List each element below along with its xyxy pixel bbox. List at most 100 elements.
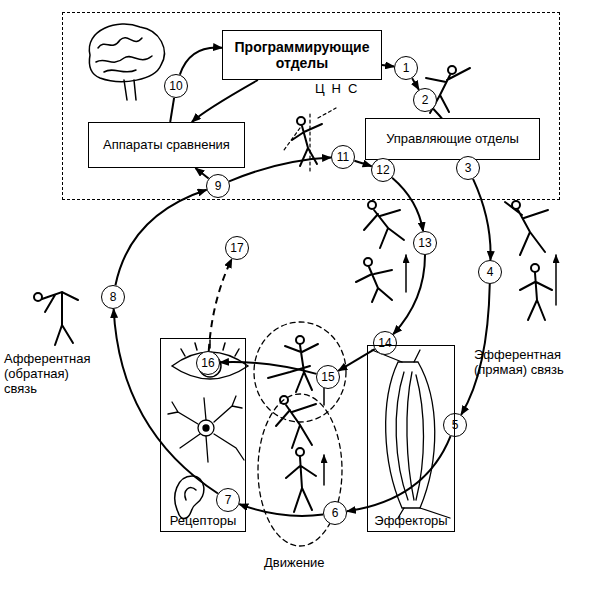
callout-circle: 12 <box>371 158 395 182</box>
figure-body <box>286 457 316 512</box>
callout-number: 11 <box>337 151 349 163</box>
figure-head <box>34 293 42 301</box>
system-frame: ЦНСПрограммирующие отделыАппараты сравне… <box>62 12 560 200</box>
stick-figure <box>505 201 556 320</box>
motion-arrow <box>405 255 407 292</box>
callout-circle: 5 <box>443 413 467 437</box>
node-text: Программирующие отделы <box>227 39 377 71</box>
caption-label: Афферентная (обратная) связь <box>4 352 104 397</box>
callout-number: 6 <box>332 507 339 519</box>
figure-head <box>368 201 376 209</box>
brain-drawing <box>89 24 164 100</box>
neuron-dendrites <box>168 396 244 462</box>
figure-body <box>364 210 404 248</box>
connector-arrow <box>338 349 374 371</box>
figure-body <box>276 404 316 448</box>
callout-circle: 13 <box>413 231 437 255</box>
connector-arrow <box>392 178 423 231</box>
figure-body <box>520 273 552 320</box>
connector-arrow <box>180 48 222 75</box>
node-text: Управляющие отделы <box>386 132 519 147</box>
motion-arrow <box>555 255 557 305</box>
connector-arrow <box>114 309 218 493</box>
callout-number: 4 <box>487 266 494 278</box>
connector-arrow <box>195 168 208 179</box>
callout-number: 3 <box>465 162 472 174</box>
callout-number: 2 <box>422 94 429 106</box>
process-box: Управляющие отделы <box>365 118 540 160</box>
muscle-outline <box>386 362 435 508</box>
callout-number: 5 <box>452 419 459 431</box>
callout-circle: 4 <box>478 260 502 284</box>
callout-number: 14 <box>378 337 391 349</box>
connector-arrow <box>192 80 258 122</box>
brain-stem <box>124 80 136 100</box>
figure-head <box>296 448 304 456</box>
callout-circle: 8 <box>101 285 125 309</box>
callout-circle: 6 <box>323 501 347 525</box>
figure-head <box>364 258 372 266</box>
connector-arrow <box>209 259 232 351</box>
eye-outline <box>172 352 248 379</box>
callout-circle: 15 <box>316 365 340 389</box>
figure-head <box>296 336 304 344</box>
node-text: Рецепторы <box>170 513 237 528</box>
stick-figure <box>356 201 406 302</box>
connector-arrow <box>461 284 490 415</box>
motion-arrow <box>323 455 325 485</box>
callout-number: 17 <box>230 242 243 254</box>
figure-head <box>531 264 539 272</box>
figure-head <box>297 117 305 125</box>
callout-number: 9 <box>215 180 222 192</box>
callout-circle: 2 <box>413 88 437 112</box>
neuron-drawing <box>168 396 244 462</box>
ear-drawing <box>175 476 204 519</box>
muscle-tendons <box>372 350 450 518</box>
process-box: Программирующие отделы <box>222 30 382 80</box>
callout-circle: 11 <box>331 145 355 169</box>
connector-arrow <box>220 362 316 374</box>
muscle-drawing <box>372 350 450 518</box>
ear-outline <box>175 476 204 519</box>
figure-body <box>42 292 78 345</box>
receptor-panel: Рецепторы <box>160 338 246 532</box>
node-text: Эффекторы <box>374 513 447 528</box>
ear-inner <box>185 488 196 500</box>
stick-figure <box>268 336 324 512</box>
connector-arrow <box>115 190 206 285</box>
dashed-ellipse <box>254 322 346 422</box>
effector-panel: Эффекторы <box>367 345 455 532</box>
callout-number: 10 <box>169 80 182 92</box>
callout-number: 12 <box>376 164 389 176</box>
figure-head <box>280 396 288 404</box>
callout-number: 8 <box>110 291 117 303</box>
caption-label: Движение <box>264 556 344 571</box>
connector-arrow <box>393 255 425 334</box>
callout-circle: 14 <box>373 331 397 355</box>
connector-arrow <box>170 98 174 122</box>
brain-gyri <box>96 38 152 72</box>
connector-arrow <box>229 158 331 182</box>
figure-body <box>356 267 392 302</box>
callout-circle: 3 <box>456 156 480 180</box>
callout-number: 16 <box>201 357 214 369</box>
connector-arrow <box>412 78 419 89</box>
callout-number: 1 <box>403 62 410 74</box>
brain-outline <box>89 24 164 82</box>
callout-number: 13 <box>418 237 431 249</box>
connector-arrow <box>473 179 491 260</box>
callout-circle: 17 <box>225 236 249 260</box>
callout-circle: 9 <box>206 174 230 198</box>
stick-figure <box>34 292 78 345</box>
connector-arrow <box>382 65 394 67</box>
callout-number: 15 <box>321 371 334 383</box>
figure-head <box>448 66 456 74</box>
callout-circle: 10 <box>164 74 188 98</box>
connector-arrow <box>354 161 371 167</box>
neuron-nucleus <box>203 425 209 431</box>
connector-arrow <box>347 436 451 511</box>
callout-circle: 16 <box>196 351 220 375</box>
connector-arrow <box>239 504 323 516</box>
